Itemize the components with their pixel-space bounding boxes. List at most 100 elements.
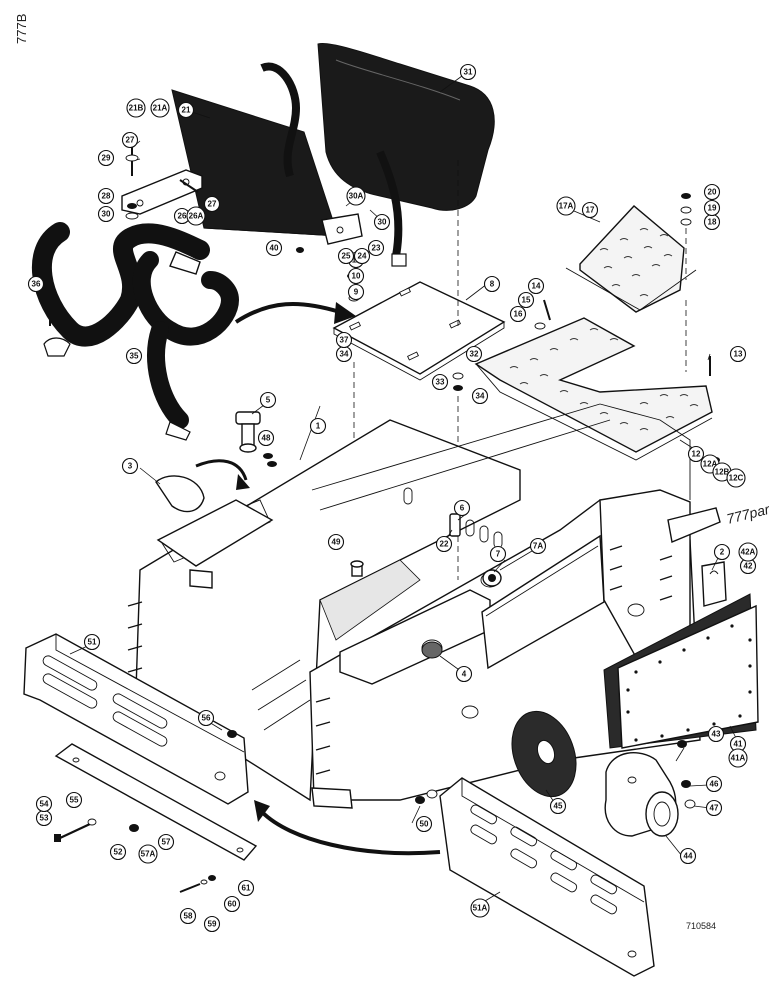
callout-17a: 17A bbox=[556, 196, 576, 216]
callout-bubble bbox=[713, 543, 731, 561]
callout-bubble bbox=[157, 833, 175, 851]
callout-33: 33 bbox=[431, 373, 449, 391]
callout-label: 5 bbox=[266, 396, 271, 405]
hub-fasteners bbox=[677, 740, 696, 809]
callout-bubble bbox=[459, 63, 477, 81]
callout-label: 45 bbox=[554, 802, 563, 811]
callout-label: 8 bbox=[490, 280, 495, 289]
callout-label: 44 bbox=[684, 852, 693, 861]
figure-number: 710584 bbox=[686, 921, 716, 931]
callout-bubble bbox=[431, 373, 449, 391]
callout-10: 10 bbox=[347, 267, 365, 285]
callout-label: 30 bbox=[102, 210, 111, 219]
callout-bubble bbox=[125, 347, 143, 365]
bumper-fasteners bbox=[54, 730, 237, 893]
angle-bracket bbox=[667, 507, 721, 543]
callout-label: 1 bbox=[316, 422, 321, 431]
callout-label: 18 bbox=[708, 218, 717, 227]
callout-label: 59 bbox=[208, 920, 217, 929]
callout-label: 32 bbox=[470, 350, 479, 359]
callout-45: 45 bbox=[549, 797, 567, 815]
strap-clip-3 bbox=[155, 459, 250, 513]
callout-label: 26A bbox=[189, 212, 204, 221]
callout-label: 54 bbox=[40, 800, 49, 809]
hub-44 bbox=[604, 752, 679, 837]
assembly-arrow-belt bbox=[234, 302, 356, 324]
part-ref-label: 777par bbox=[725, 501, 772, 527]
callout-label: 21 bbox=[182, 106, 191, 115]
callout-label: 10 bbox=[352, 272, 361, 281]
callout-bubble bbox=[203, 915, 221, 933]
callout-label: 19 bbox=[708, 204, 717, 213]
inspection-cover-41 bbox=[617, 604, 759, 749]
callout-label: 56 bbox=[202, 714, 211, 723]
callout-34b: 34 bbox=[471, 387, 489, 405]
bracket-2 bbox=[701, 561, 727, 607]
callout-21b: 21B bbox=[126, 98, 146, 118]
callout-label: 21B bbox=[129, 104, 144, 113]
callout-label: 58 bbox=[184, 912, 193, 921]
callout-bubble bbox=[257, 429, 275, 447]
seat-strap bbox=[260, 62, 407, 267]
callout-24: 24 bbox=[353, 247, 371, 265]
callout-label: 17 bbox=[586, 206, 595, 215]
callout-8: 8 bbox=[483, 275, 501, 293]
callout-bubble bbox=[455, 665, 473, 683]
callout-label: 34 bbox=[340, 350, 349, 359]
callout-36: 36 bbox=[27, 275, 45, 293]
callout-bubble bbox=[347, 267, 365, 285]
callout-label: 41 bbox=[734, 740, 743, 749]
plug-7 bbox=[482, 569, 502, 587]
callout-label: 42 bbox=[744, 562, 753, 571]
callout-label: 27 bbox=[208, 200, 217, 209]
callout-bubble bbox=[177, 101, 195, 119]
plug-50 bbox=[415, 789, 438, 804]
callout-22: 22 bbox=[435, 535, 453, 553]
callout-41a: 41A bbox=[728, 748, 748, 768]
bolt-27b bbox=[179, 179, 199, 193]
callout-bubble bbox=[179, 907, 197, 925]
callout-bubble bbox=[549, 797, 567, 815]
callout-bubble bbox=[705, 799, 723, 817]
callout-label: 27 bbox=[126, 136, 135, 145]
callout-51a: 51A bbox=[470, 898, 490, 918]
callout-1: 1 bbox=[309, 417, 327, 435]
callout-53: 53 bbox=[35, 809, 53, 827]
callout-30: 30 bbox=[97, 205, 115, 223]
step-plate-12 bbox=[474, 317, 713, 461]
callout-label: 61 bbox=[242, 884, 251, 893]
callout-29: 29 bbox=[97, 149, 115, 167]
callout-bubble bbox=[527, 277, 545, 295]
callout-label: 43 bbox=[712, 730, 721, 739]
callout-label: 24 bbox=[358, 252, 367, 261]
callout-label: 42A bbox=[741, 548, 756, 557]
callout-27: 27 bbox=[121, 131, 139, 149]
washer-48 bbox=[263, 453, 277, 467]
callout-label: 16 bbox=[514, 310, 523, 319]
bumper-plate-57 bbox=[54, 743, 258, 861]
callout-label: 55 bbox=[70, 796, 79, 805]
callout-label: 25 bbox=[342, 252, 351, 261]
callout-46: 46 bbox=[705, 775, 723, 793]
friction-disc-45 bbox=[511, 710, 577, 798]
callout-54: 54 bbox=[35, 795, 53, 813]
callout-bubble bbox=[327, 533, 345, 551]
callout-50: 50 bbox=[415, 815, 433, 833]
callout-bubble bbox=[679, 847, 697, 865]
callout-label: 26 bbox=[178, 212, 187, 221]
callout-bubble bbox=[726, 468, 746, 488]
callout-20: 20 bbox=[703, 183, 721, 201]
assembly-arrow-bumper bbox=[254, 800, 441, 856]
callout-label: 20 bbox=[708, 188, 717, 197]
callout-bubble bbox=[138, 844, 158, 864]
callout-label: 17A bbox=[559, 202, 574, 211]
callout-61: 61 bbox=[237, 879, 255, 897]
callout-5: 5 bbox=[259, 391, 277, 409]
callout-label: 15 bbox=[522, 296, 531, 305]
callout-bubble bbox=[126, 98, 146, 118]
callout-35: 35 bbox=[125, 347, 143, 365]
callout-17: 17 bbox=[581, 201, 599, 219]
callout-label: 14 bbox=[532, 282, 541, 291]
callout-bubble bbox=[465, 345, 483, 363]
callout-bubble bbox=[109, 843, 127, 861]
